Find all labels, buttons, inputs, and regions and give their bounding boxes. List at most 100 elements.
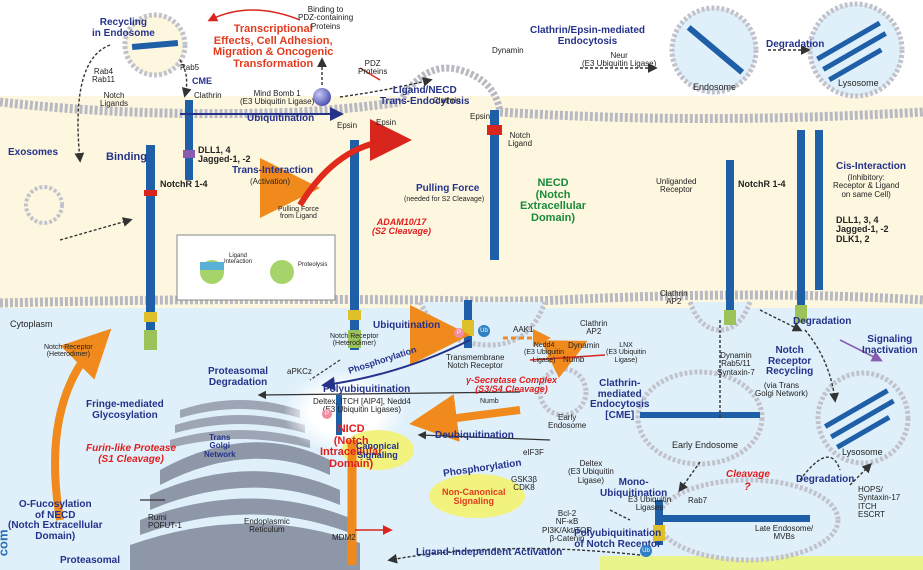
notch-receptor-unliganded (724, 160, 736, 325)
notch-receptor-left (144, 145, 157, 350)
label-aak1: AAK1 (513, 325, 534, 334)
label-proteasomal-degradation: Proteasomal Degradation (208, 366, 269, 388)
label-dll-jagged: DLL1, 4 Jagged-1, -2 (198, 145, 251, 165)
notch-receptor-mid (348, 140, 361, 350)
label-lysosome-top: Lysosome (838, 78, 879, 88)
canonical-glow (342, 430, 414, 470)
label-cme: CME (192, 76, 212, 86)
label-polyubiquitination: Polyubiquitination (323, 384, 411, 395)
label-nicd: NICD (Notch Intracellular Domain) (320, 423, 383, 470)
label-fringe-glycosylation: Fringe-mediated Glycosylation (86, 399, 164, 421)
label-clathrin-mid: Clathrin (433, 96, 461, 105)
label-lnx: LNX (E3 Ubiquitin Ligase) (606, 342, 647, 364)
non-canonical-glow (429, 474, 525, 518)
notch-ligand-left (183, 100, 195, 180)
pdz-protein-ball (313, 88, 331, 106)
label-cleavage: Cleavage (726, 469, 770, 480)
label-numb: Numb (563, 355, 585, 364)
label-clathrin-left: Clathrin (194, 91, 222, 100)
label-polyubiquitination-receptor: Polyubiquitination of Notch Receptor (574, 528, 662, 550)
pulling-force-arrow (297, 119, 412, 207)
label-mono-ubiquitination: Mono- Ubiquitination (600, 477, 668, 499)
label-lysosome-mid: Lysosome (842, 447, 883, 457)
label-binding: Binding (106, 151, 147, 163)
label-apkcz: aPKCz (287, 367, 312, 376)
ub-badge-late: Ub (640, 545, 652, 557)
label-unliganded-receptor: Unliganded Receptor (656, 177, 697, 195)
label-cytoplasm: Cytoplasm (10, 319, 53, 329)
label-ligand-necd-trans: Ligand/NECD Trans-Endocytosis (380, 85, 470, 107)
label-notch-receptor-recycling: Notch Receptor Recycling (766, 345, 814, 377)
label-notch-ligands: Notch Ligands (100, 91, 129, 109)
label-furin-protease: Furin-like Protease (S1 Cleavage) (86, 443, 177, 465)
label-pulling-force-sub: (needed for S2 Cleavage) (404, 196, 485, 203)
label-mdm2: MDM2 (332, 533, 356, 542)
label-notch-receptor-heterodimer-2: Notch Receptor (Heterodimer) (330, 333, 379, 348)
label-er: Endoplasmic Reticulum (244, 517, 290, 535)
label-rab4-rab11: Rab4 Rab11 (92, 67, 115, 85)
label-epsin-1: Epsin (470, 112, 491, 121)
label-pulling-force-inset: Pulling Force from Ligand (278, 206, 319, 221)
label-signaling-inactivation: Signaling Inactivation (862, 334, 918, 356)
label-degradation-top: Degradation (766, 39, 825, 50)
exosome-vesicle (24, 185, 64, 225)
label-pdz-binding: Binding to PDZ-containing Proteins (298, 5, 354, 31)
label-hops-list: HOPS/ Syntaxin-17 ITCH ESCRT (858, 485, 901, 520)
label-transcriptional-effects: Transcriptional Effects, Cell Adhesion, … (213, 23, 334, 70)
label-notchr-right: NotchR 1-4 (738, 179, 786, 189)
label-clathrin-ap2-a: Clathrin AP2 (580, 319, 608, 337)
label-dll-jagged-dlk: DLL1, 3, 4 Jagged-1, -2 DLK1, 2 (836, 215, 889, 244)
label-endosome: Endosome (693, 82, 737, 92)
label-o-fucosylation: O-Fucosylation of NECD (Notch Extracellu… (8, 499, 103, 542)
label-trans-golgi-sub: (via Trans Golgi Network) (755, 381, 808, 399)
label-activation: (Activation) (250, 177, 291, 186)
label-epsin-3: Epsin (376, 118, 397, 127)
label-pdz-proteins: PDZ Proteins (358, 59, 388, 77)
label-transmembrane-receptor: Transmembrane Notch Receptor (446, 353, 505, 371)
label-dynamin-top: Dynamin (492, 46, 524, 55)
label-proteasomal-bottom: Proteasomal (60, 555, 121, 566)
label-mind-bomb: Mind Bomb 1 (E3 Ubiquitin Ligase) (240, 89, 315, 107)
label-cis-interaction: Cis-Interaction (836, 161, 907, 172)
label-deltex-mono: Deltex (E3 Ubiquitin Ligase) (568, 459, 614, 485)
label-notch-receptor-heterodimer: Notch Receptor (Heterodimer) (44, 344, 93, 359)
label-rab7: Rab7 (688, 496, 708, 505)
label-rumi-pofut: Rumi POFUT-1 (148, 513, 182, 531)
p-badge-nicd: P (322, 409, 332, 419)
label-trans-golgi-network: Trans Golgi Network (204, 433, 236, 459)
notch-receptor-necd (487, 110, 502, 260)
trans-golgi-network (170, 400, 310, 448)
label-rab5: Rab5 (180, 63, 200, 72)
p-badge: P (454, 328, 464, 338)
deubiquitination-arrow (409, 394, 521, 442)
label-ligand-independent: Ligand-independent Activation (416, 547, 563, 558)
bottom-highlight-bar (600, 556, 923, 570)
label-epsin-2: Epsin (337, 121, 358, 130)
label-degradation-bottom: Degradation (796, 474, 855, 485)
label-notchr-left: NotchR 1-4 (160, 179, 208, 189)
label-bcl2-list: Bcl-2 NF-κB PI3K/Akt/TOR β-Catenin (542, 509, 593, 544)
label-deubiquitination: Deubiquitination (435, 430, 514, 441)
label-dynamin-mid: Dynamin (568, 341, 600, 350)
notch-receptor-cis (795, 130, 823, 323)
label-cis-sub: (Inhibitory: Receptor & Ligand on same C… (833, 173, 900, 199)
label-neur: Neur (E3 Ubiquitin Ligase) (582, 51, 657, 69)
watermark-text: com (0, 529, 11, 557)
label-pulling-force: Pulling Force (416, 183, 480, 194)
ub-badge: Ub (478, 325, 490, 337)
label-e3-ligases: E3 Ubiquitin Ligases (628, 495, 672, 513)
label-ubiquitination-mid: Ubiquitination (373, 320, 441, 331)
label-notch-ligand: Notch Ligand (508, 131, 533, 149)
label-late-endosome: Late Endosome/ MVBs (755, 524, 814, 542)
label-cleavage-question: ? (744, 481, 751, 493)
label-clathrin-cme: Clathrin- mediated Endocytosis [CME] (590, 378, 650, 421)
label-non-canonical-signaling: Non-Canonical Signaling (442, 487, 506, 507)
label-numb-2: Numb (480, 398, 499, 405)
label-clathrin-ap2-b: Clathrin AP2 (660, 289, 688, 307)
label-trans-interaction: Trans-Interaction (232, 165, 314, 176)
label-ligand-interaction: Ligand Interaction (224, 253, 253, 266)
label-canonical-signaling: Canonical Signaling (356, 441, 400, 461)
bottom-membrane (0, 290, 923, 308)
